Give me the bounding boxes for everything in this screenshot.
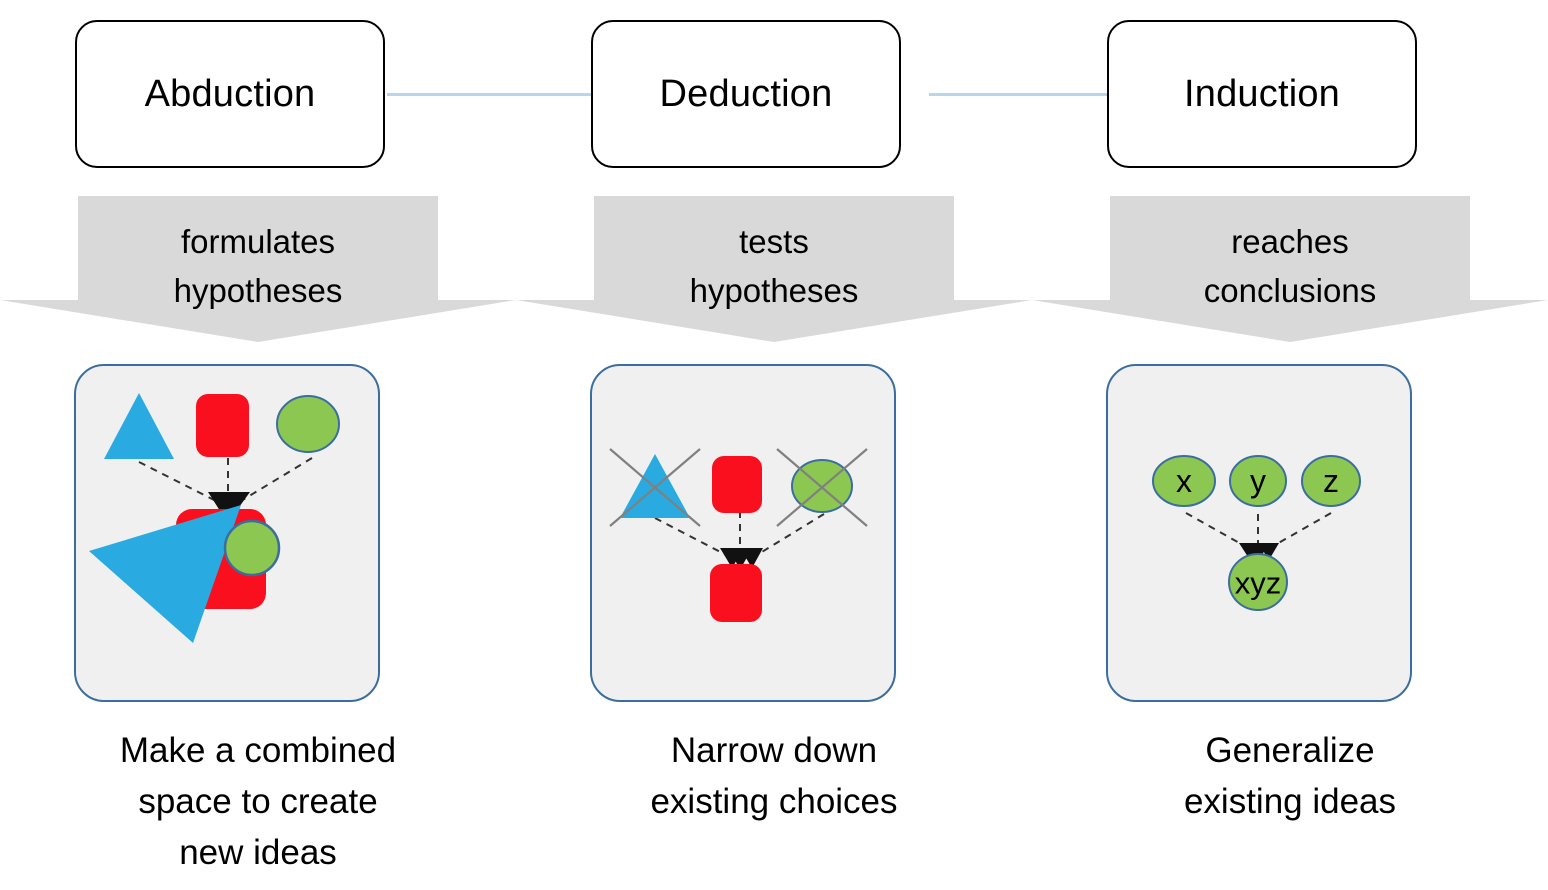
down-arrow-icon: [1032, 196, 1548, 342]
panel-illustration-generalize: x y z xyz: [1152, 455, 1361, 611]
column-induction: Induction reaches conclusions: [1032, 0, 1548, 890]
node-label-xyz: xyz: [1235, 566, 1282, 601]
panel-illustration-combine: [89, 393, 340, 643]
caption-induction: Generalize existing ideas: [1183, 731, 1397, 821]
node-z: z: [1301, 455, 1361, 507]
arrowhead-right: [740, 548, 763, 568]
arrow-abduction: formulates hypotheses: [0, 196, 516, 342]
link-line-circle: [751, 513, 825, 559]
column-abduction: Abduction formulates hypotheses: [0, 0, 516, 890]
stage-box-deduction[interactable]: Deduction: [591, 20, 901, 168]
connector-abduction-deduction: [387, 93, 622, 96]
caption-deduction: Narrow down existing choices: [650, 731, 898, 821]
link-line-triangle: [654, 517, 733, 559]
arrowheads: [1239, 543, 1279, 562]
source-shape-square: [712, 456, 762, 513]
result-shape-triangle: [89, 505, 241, 643]
cross-out-marks: [609, 448, 868, 527]
source-shape-square: [196, 394, 249, 457]
panel-abduction: [74, 364, 380, 702]
stage-box-induction[interactable]: Induction: [1107, 20, 1417, 168]
arrow-deduction: tests hypotheses: [516, 196, 1032, 342]
cross-out-icon-ellipse: [776, 448, 868, 527]
down-arrow-icon: [516, 196, 1032, 342]
arrowheads: [720, 548, 763, 570]
source-shape-triangle: [104, 393, 174, 459]
caption-abduction: Make a combined space to create new idea…: [119, 731, 397, 872]
result-shape-square: [710, 564, 762, 622]
panel-induction: x y z xyz: [1106, 364, 1412, 702]
node-x: x: [1152, 455, 1216, 507]
node-label-z: z: [1323, 463, 1339, 499]
panel-illustration-narrow: [609, 448, 868, 622]
down-arrow-icon: [0, 196, 516, 342]
link-lines: [138, 457, 313, 505]
link-line-triangle: [138, 461, 223, 505]
panel-deduction: [590, 364, 896, 702]
node-xyz: xyz: [1228, 553, 1288, 611]
arrowhead-right: [1258, 543, 1279, 560]
connector-deduction-induction: [929, 93, 1161, 96]
node-label-x: x: [1176, 463, 1192, 499]
node-label-y: y: [1250, 463, 1266, 499]
stage-box-label: Induction: [1183, 73, 1341, 115]
stage-box-label: Abduction: [144, 73, 316, 115]
node-y: y: [1229, 455, 1287, 507]
stage-box-abduction[interactable]: Abduction: [75, 20, 385, 168]
link-line-circle: [235, 457, 313, 505]
source-shape-ellipse: [276, 395, 340, 453]
cross-out-icon-triangle: [609, 448, 701, 527]
result-shape-circle: [223, 519, 281, 577]
result-cluster: [89, 505, 281, 643]
column-deduction: Deduction tests hypotheses: [516, 0, 1032, 890]
arrow-induction: reaches conclusions: [1032, 196, 1548, 342]
stage-box-label: Deduction: [659, 73, 833, 115]
arrow-label: formulates hypotheses: [173, 223, 343, 309]
arrow-label: reaches conclusions: [1203, 223, 1377, 309]
arrow-label: tests hypotheses: [689, 223, 859, 309]
